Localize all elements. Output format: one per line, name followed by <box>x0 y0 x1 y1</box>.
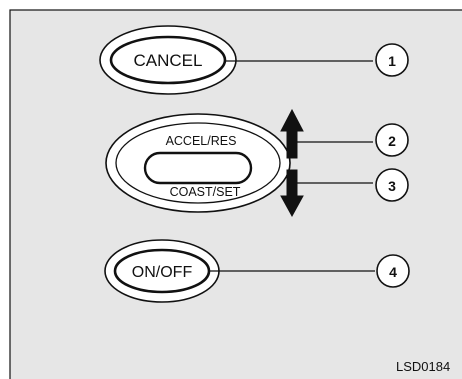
callout-4: 4 <box>376 254 410 288</box>
accel-coast-switch-group: ACCEL/RES COAST/SET <box>105 113 291 213</box>
callout-2-number: 2 <box>388 133 396 149</box>
figure-code: LSD0184 <box>396 359 450 374</box>
coast-set-label: COAST/SET <box>170 185 241 199</box>
arrow-up-icon <box>280 108 304 159</box>
callout-2: 2 <box>375 123 409 157</box>
callout-3-number: 3 <box>388 178 396 194</box>
callout-4-number: 4 <box>389 264 397 280</box>
callout-1: 1 <box>375 43 409 77</box>
cancel-button[interactable] <box>109 35 227 85</box>
on-off-label: ON/OFF <box>132 264 193 281</box>
on-off-button-group: ON/OFF <box>104 239 220 303</box>
arrow-down-icon <box>280 169 304 218</box>
cancel-label: CANCEL <box>134 51 203 70</box>
accel-res-label: ACCEL/RES <box>166 134 237 148</box>
cancel-button-group: CANCEL <box>99 25 237 95</box>
accel-coast-switch-knob[interactable] <box>143 151 253 185</box>
callout-1-number: 1 <box>388 53 396 69</box>
callout-3: 3 <box>375 168 409 202</box>
